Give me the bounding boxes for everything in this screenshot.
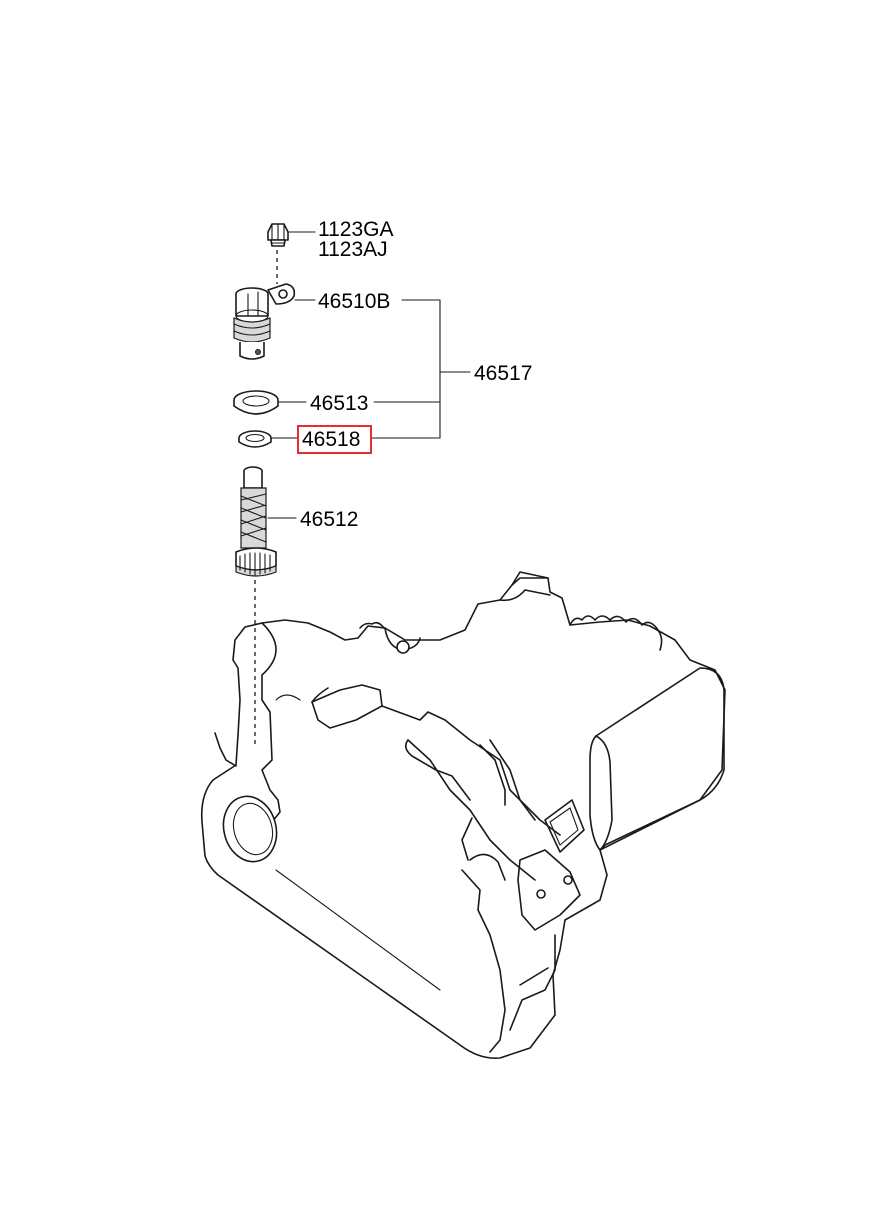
- part-label-46510b[interactable]: 46510B: [318, 290, 390, 313]
- part-label-46518[interactable]: 46518: [302, 428, 360, 451]
- part-label-46517[interactable]: 46517: [474, 362, 532, 385]
- highlight-box: [297, 425, 372, 454]
- o-ring-icon: [238, 430, 272, 448]
- part-label-1123aj[interactable]: 1123AJ: [318, 238, 388, 261]
- part-label-46513[interactable]: 46513: [310, 392, 368, 415]
- oil-seal-icon: [233, 390, 279, 415]
- part-label-1123ga[interactable]: 1123GA: [318, 218, 394, 241]
- transmission-housing: [200, 571, 726, 1060]
- bolt-icon: [267, 223, 289, 247]
- leader-lines: [267, 231, 471, 519]
- driven-gear-icon: [235, 466, 277, 577]
- speed-sensor-icon: [233, 283, 296, 360]
- part-label-46512[interactable]: 46512: [300, 508, 358, 531]
